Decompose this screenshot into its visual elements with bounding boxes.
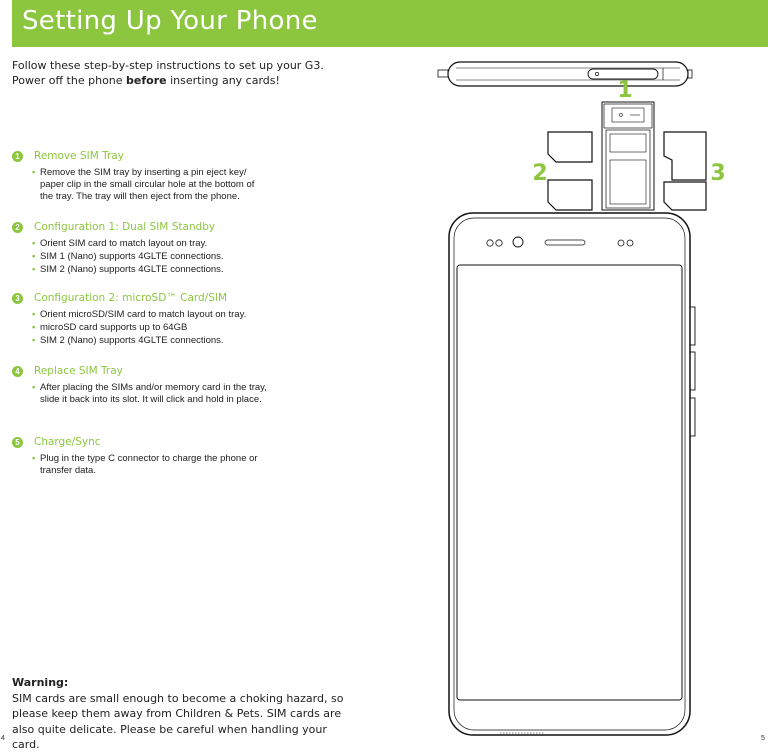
step-charge-sync: 5 Charge/Sync •Plug in the type C connec… (12, 436, 312, 478)
callout-label-1: 1 (617, 78, 632, 103)
intro-text: Follow these step-by-step instructions t… (12, 58, 342, 88)
step-title: Configuration 2: microSD™ Card/SIM (34, 292, 228, 304)
step-remove-sim-tray: 1 Remove SIM Tray •Remove the SIM tray b… (12, 150, 312, 204)
step-bullet: •Orient SIM card to match layout on tray… (32, 238, 208, 249)
step-number-badge: 3 (12, 293, 23, 304)
step-bullet: •SIM 1 (Nano) supports 4GLTE connections… (32, 251, 224, 262)
step-dual-sim: 2 Configuration 1: Dual SIM Standby •Ori… (12, 221, 312, 277)
step-bullet: •Remove the SIM tray by inserting a pin … (32, 167, 255, 202)
step-replace-sim-tray: 4 Replace SIM Tray •After placing the SI… (12, 365, 312, 407)
step-microsd-sim: 3 Configuration 2: microSD™ Card/SIM •Or… (12, 292, 312, 348)
page-number-left: 4 (1, 735, 5, 742)
step-number-badge: 4 (12, 366, 23, 377)
warning-box: Warning: SIM cards are small enough to b… (12, 675, 357, 753)
step-number-badge: 2 (12, 222, 23, 233)
step-bullet: •After placing the SIMs and/or memory ca… (32, 382, 267, 405)
warning-title: Warning: (12, 676, 69, 689)
step-number-badge: 5 (12, 437, 23, 448)
phone-front (448, 212, 696, 736)
microsd-and-sim-cards (663, 131, 707, 211)
page-title: Setting Up Your Phone (22, 6, 318, 36)
step-title: Configuration 1: Dual SIM Standby (34, 221, 216, 233)
step-bullet: •microSD card supports up to 64GB (32, 322, 188, 333)
page-number-right: 5 (761, 735, 765, 742)
step-bullet: •Orient microSD/SIM card to match layout… (32, 309, 247, 320)
title-banner: Setting Up Your Phone (12, 0, 768, 47)
step-title: Charge/Sync (34, 436, 101, 448)
sim-tray (601, 101, 655, 211)
step-title: Remove SIM Tray (34, 150, 124, 162)
callout-label-3: 3 (710, 161, 725, 186)
intro-line-2: Power off the phone before inserting any… (12, 73, 342, 88)
step-bullet: •Plug in the type C connector to charge … (32, 453, 258, 476)
step-bullet: •SIM 2 (Nano) supports 4GLTE connections… (32, 264, 224, 275)
callout-label-2: 2 (532, 161, 547, 186)
intro-emphasis: before (126, 74, 167, 87)
phone-top-edge (437, 61, 693, 87)
intro-line-2-end: inserting any cards! (166, 74, 280, 87)
nano-sim-cards (547, 131, 593, 211)
intro-line-1: Follow these step-by-step instructions t… (12, 59, 324, 72)
step-title: Replace SIM Tray (34, 365, 123, 377)
intro-line-2-start: Power off the phone (12, 74, 127, 87)
warning-text: SIM cards are small enough to become a c… (12, 691, 344, 752)
step-number-badge: 1 (12, 151, 23, 162)
step-bullet: •SIM 2 (Nano) supports 4GLTE connections… (32, 335, 224, 346)
